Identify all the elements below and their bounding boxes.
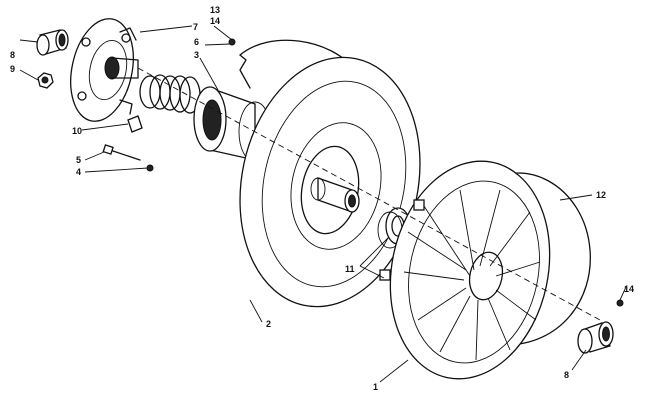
callout-2: 2	[266, 319, 271, 329]
bushing-part-8-top	[36, 29, 69, 56]
callout-labels: 13 14 7 6 3 8 9 10 5 4 2 11 1 12 8 14	[10, 5, 634, 392]
callout-8-top: 8	[10, 50, 15, 60]
spring-part-6	[139, 74, 201, 114]
spider-plate-part-7	[70, 18, 139, 122]
callout-7: 7	[193, 22, 198, 32]
callout-4: 4	[76, 167, 81, 177]
roller-part-10	[127, 115, 143, 133]
callout-10: 10	[72, 126, 82, 136]
bolt-part-14-rear	[616, 299, 624, 307]
nut-part-9	[37, 72, 54, 89]
fan-sheave-part-1	[379, 160, 551, 380]
bolt-part-14-top	[228, 38, 236, 46]
callout-3: 3	[194, 50, 199, 60]
callout-14-top: 14	[210, 16, 220, 26]
axis-line	[137, 67, 601, 321]
leader-lines	[19, 25, 627, 383]
callout-9: 9	[10, 64, 15, 74]
bushing-part-8-rear	[577, 321, 614, 354]
callout-8-rear: 8	[564, 370, 569, 380]
callout-1: 1	[373, 382, 378, 392]
callout-13: 13	[210, 5, 220, 15]
sheave-disc-part-2	[239, 56, 421, 308]
bolt-part-5	[102, 144, 141, 161]
shield-part-12	[477, 172, 591, 346]
callout-12: 12	[596, 190, 606, 200]
callout-6: 6	[194, 37, 199, 47]
callout-5: 5	[76, 155, 81, 165]
callout-14-rear: 14	[624, 284, 634, 294]
callout-11: 11	[345, 264, 355, 274]
